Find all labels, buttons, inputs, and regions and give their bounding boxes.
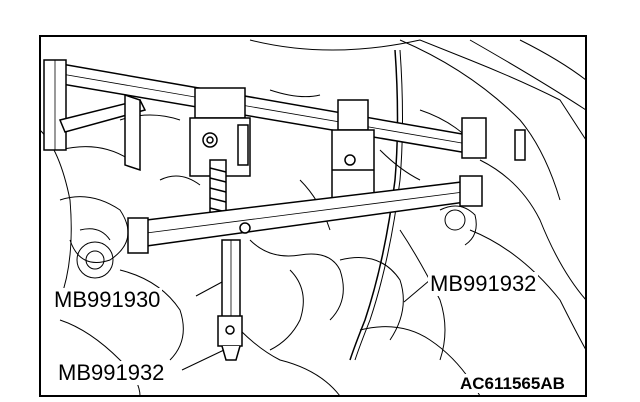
- side-rails: [58, 93, 147, 172]
- right-clamp: [331, 99, 375, 201]
- leader-lines: [181, 279, 431, 371]
- engine-bay-background: [39, 39, 587, 397]
- callout-bottom-clamp: MB991932: [56, 360, 167, 385]
- figure-id: AC611565AB: [458, 374, 567, 393]
- center-bracket: [189, 87, 251, 216]
- front-support-beam: [127, 175, 483, 254]
- callout-right-clamp: MB991932: [428, 271, 539, 296]
- callout-center-post: MB991930: [52, 287, 163, 312]
- center-post: [217, 239, 243, 361]
